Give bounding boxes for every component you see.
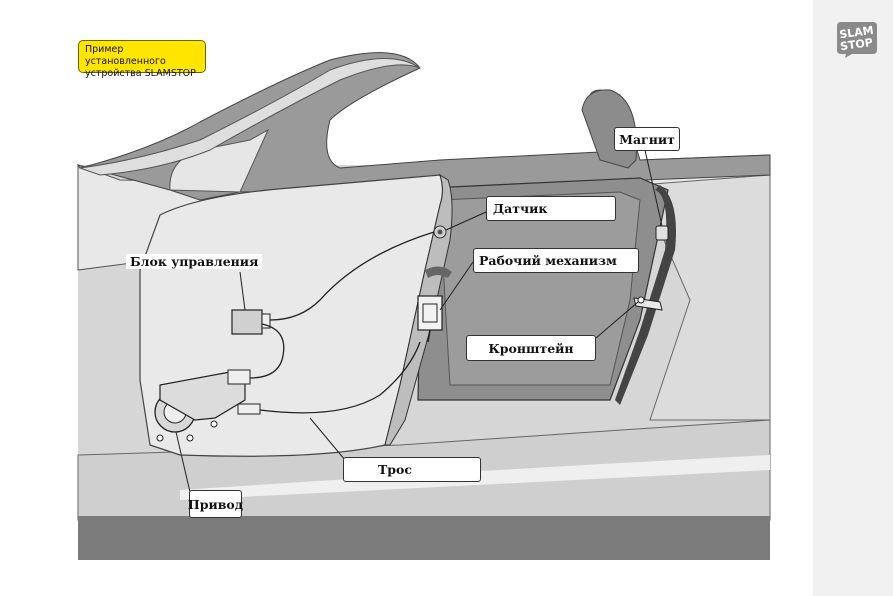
- leader-sensor: [445, 211, 487, 231]
- note-line-1: Пример установленного: [85, 44, 166, 67]
- leader-cable: [309, 417, 346, 461]
- drive-screw-2: [186, 434, 194, 442]
- drive-screw-3: [210, 420, 218, 428]
- logo-text-1: SLAM: [839, 24, 875, 42]
- label-mechanism: Рабочий механизм: [473, 248, 639, 273]
- drive-screw-1: [156, 434, 164, 442]
- door-seal: [615, 185, 676, 405]
- wire-unit-down: [249, 323, 285, 379]
- drive-fitting: [237, 403, 261, 415]
- slamstop-logo: SLAM STOP: [837, 22, 877, 58]
- label-sensor: Датчик: [486, 196, 616, 221]
- mechanism-body: [417, 295, 443, 331]
- example-note: Пример установленного устройства SLAMSTO…: [78, 40, 206, 79]
- note-line-2: устройства SLAMSTOP: [85, 68, 196, 79]
- door-recess: [425, 266, 452, 278]
- floor-band: [78, 516, 770, 560]
- wire-sensor: [269, 231, 435, 321]
- drive-connector: [227, 369, 251, 385]
- control-unit-box: [231, 309, 263, 335]
- label-bracket: Кронштейн: [466, 335, 596, 361]
- mechanism-cable: [427, 329, 431, 343]
- leader-bracket: [595, 301, 639, 339]
- bracket-bolt: [637, 296, 645, 304]
- label-magnet: Магнит: [614, 127, 680, 151]
- label-control-unit: Блок управления: [126, 254, 263, 269]
- magnet-part: [655, 225, 669, 241]
- control-unit-plug: [261, 313, 271, 329]
- cable-line: [259, 341, 421, 414]
- leader-mechanism: [439, 261, 474, 311]
- right-side-panel: [813, 0, 893, 596]
- label-drive: Привод: [188, 490, 243, 518]
- logo-text-2: STOP: [839, 36, 873, 53]
- windshield-top-strip: [79, 58, 421, 176]
- label-cable: Трос: [343, 457, 481, 482]
- leader-drive: [175, 431, 191, 493]
- mechanism-detail: [422, 303, 438, 323]
- leader-magnet: [644, 149, 663, 227]
- leader-control-unit: [239, 271, 246, 311]
- sensor-dot-inner: [437, 229, 443, 235]
